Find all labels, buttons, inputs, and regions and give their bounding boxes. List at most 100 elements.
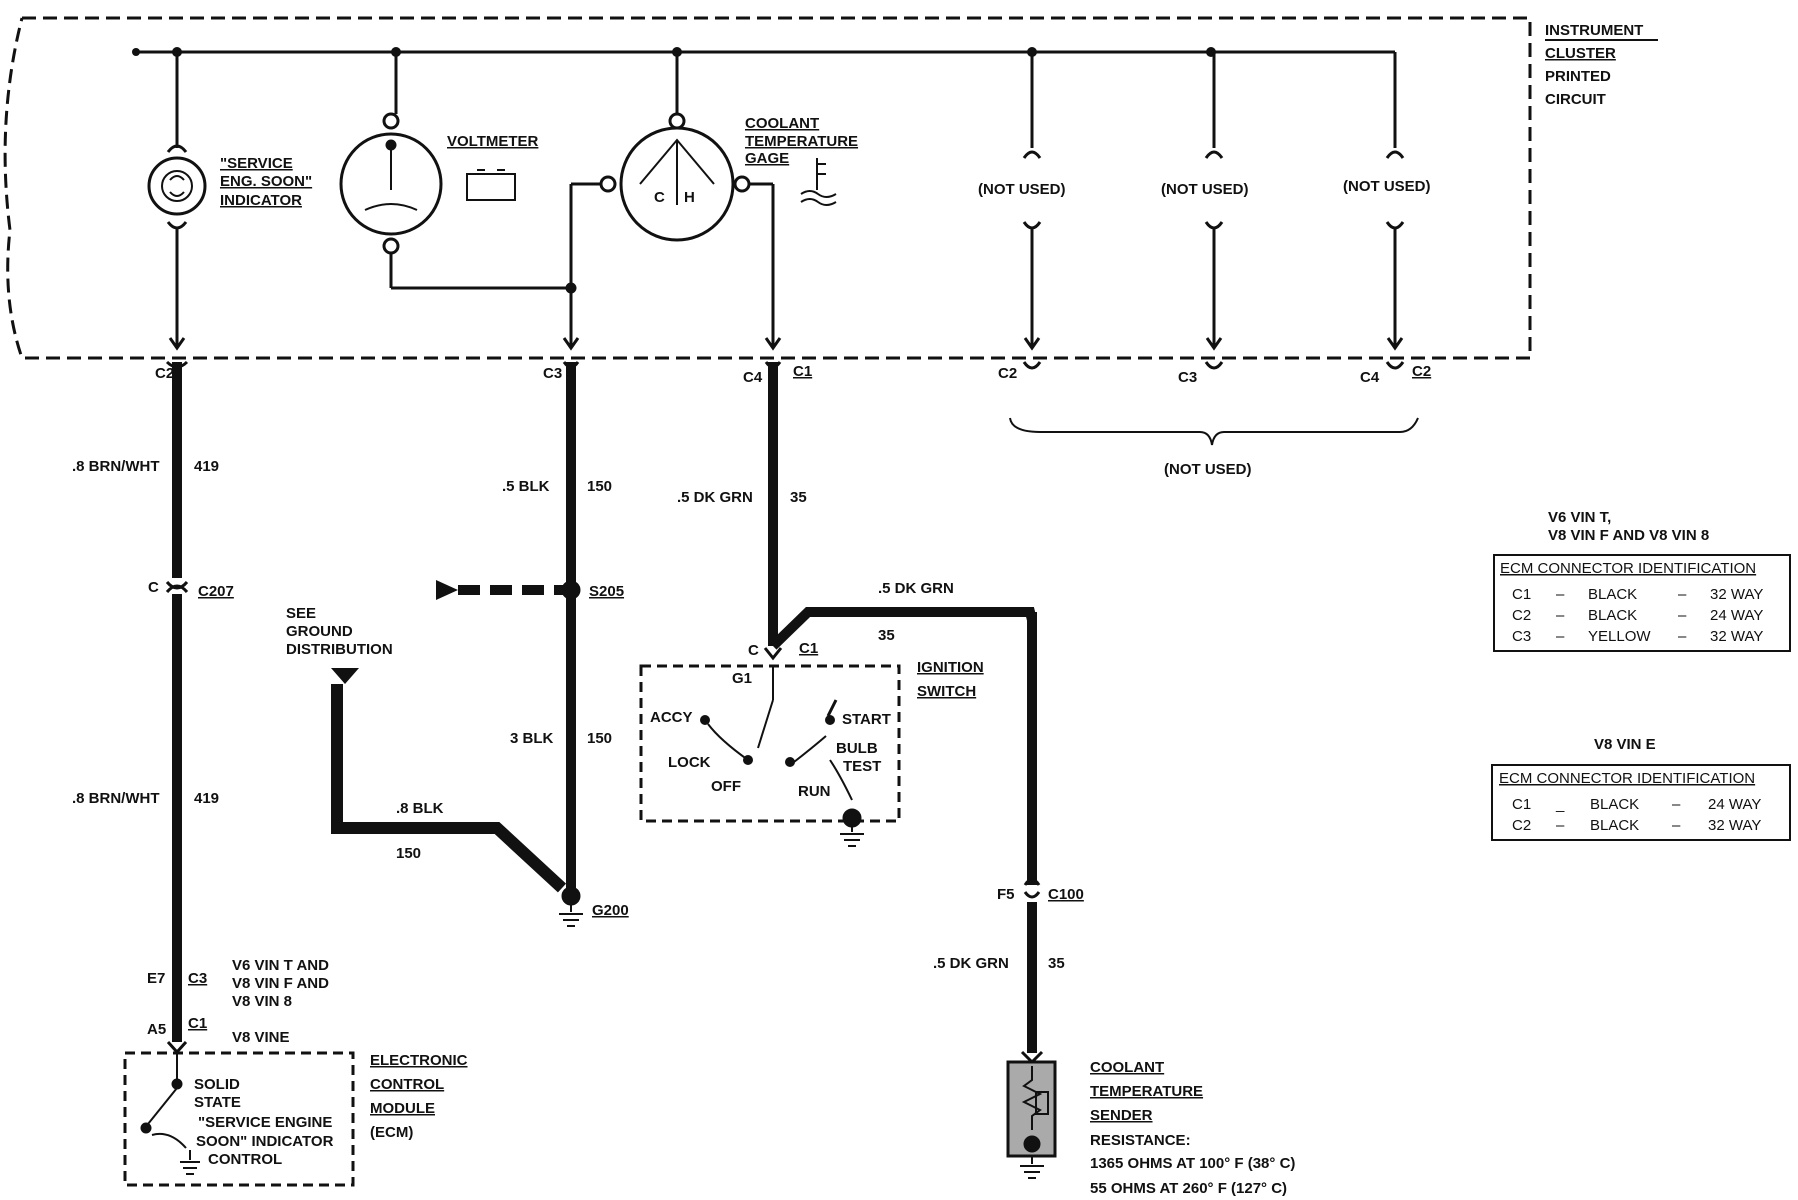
svg-text:–: – [1678, 628, 1687, 645]
see-ground-3: DISTRIBUTION [286, 641, 393, 658]
svg-text:BLACK: BLACK [1588, 607, 1637, 624]
ign-start: START [842, 711, 891, 728]
conn-c4-35: C4 [743, 369, 763, 386]
svg-text:C2: C2 [1512, 817, 1531, 834]
svg-text:–: – [1672, 796, 1681, 813]
ses-label-2: ENG. SOON" [220, 173, 312, 190]
ctg-label-3: GAGE [745, 150, 789, 167]
table1-head-2: V8 VIN F AND V8 VIN 8 [1548, 527, 1709, 544]
ecm-module [123, 1051, 355, 1187]
conn-f5: F5 [997, 886, 1015, 903]
sender-title-3: SENDER [1090, 1107, 1153, 1124]
wire-35-gauge-bottom: .5 DK GRN [933, 955, 1009, 972]
wire-150 [331, 361, 583, 927]
wire-419-number-top: 419 [194, 458, 219, 475]
conn-c2-underlined: C2 [1412, 363, 1431, 380]
svg-text:32 WAY: 32 WAY [1710, 628, 1763, 645]
sender-title-2: TEMPERATURE [1090, 1083, 1203, 1100]
conn-c2-notused: C2 [998, 365, 1017, 382]
ecm-title-3: MODULE [370, 1100, 435, 1117]
wire-35-gauge-top: .5 DK GRN [677, 489, 753, 506]
conn-c2-ses: C2 [155, 365, 174, 382]
cluster-title-3: PRINTED [1545, 68, 1611, 85]
conn-c1-ecm: C1 [188, 1015, 207, 1032]
not-used-label-3: (NOT USED) [1343, 178, 1431, 195]
wire-419-gauge-top: .8 BRN/WHT [72, 458, 160, 475]
ign-off: OFF [711, 778, 741, 795]
not-used-label-1: (NOT USED) [978, 181, 1066, 198]
wire-419-gauge-bottom: .8 BRN/WHT [72, 790, 160, 807]
svg-text:BLACK: BLACK [1590, 796, 1639, 813]
conn-c3-150: C3 [543, 365, 562, 382]
ignition-title-1: IGNITION [917, 659, 984, 676]
ecm-vin-t-3: V8 VIN 8 [232, 993, 292, 1010]
ctg-label-1: COOLANT [745, 115, 819, 132]
ecm-connector-table-1: V6 VIN T, V8 VIN F AND V8 VIN 8 ECM CONN… [1493, 509, 1791, 652]
ecm-solid-3: "SERVICE ENGINE [198, 1114, 332, 1131]
splice-s205-label: S205 [589, 583, 624, 600]
voltmeter [339, 52, 571, 290]
conn-e7: E7 [147, 970, 165, 987]
ign-test: TEST [843, 758, 881, 775]
svg-text:C1: C1 [1512, 586, 1531, 603]
table2-caption: ECM CONNECTOR IDENTIFICATION [1499, 770, 1755, 787]
ign-accy: ACCY [650, 709, 693, 726]
wire-35-number-bottom: 35 [1048, 955, 1065, 972]
not-used-group-label: (NOT USED) [1164, 461, 1252, 478]
sender-resistance: RESISTANCE: [1090, 1132, 1191, 1149]
wire-35-number-top: 35 [790, 489, 807, 506]
wire-150-number-ground: 150 [396, 845, 421, 862]
ecm-vin-t-2: V8 VIN F AND [232, 975, 329, 992]
cluster-title-2: CLUSTER [1545, 45, 1616, 62]
ecm-solid-4: SOON" INDICATOR [196, 1133, 334, 1150]
conn-c4-notused: C4 [1360, 369, 1380, 386]
ignition-switch [639, 664, 901, 847]
wire-150-number-top: 150 [587, 478, 612, 495]
ign-lock: LOCK [668, 754, 711, 771]
ses-label-3: INDICATOR [220, 192, 302, 209]
svg-text:–: – [1556, 817, 1565, 834]
table2-head: V8 VIN E [1594, 736, 1656, 753]
svg-text:–: – [1556, 586, 1565, 603]
ecm-title-1: ELECTRONIC [370, 1052, 468, 1069]
svg-text:–: – [1678, 607, 1687, 624]
svg-text:C1: C1 [1512, 796, 1531, 813]
see-ground-2: GROUND [286, 623, 353, 640]
conn-c-c207: C [148, 579, 159, 596]
ecm-solid-2: STATE [194, 1094, 241, 1111]
wire-35 [763, 361, 1041, 1053]
voltmeter-label: VOLTMETER [447, 133, 539, 150]
battery-icon [466, 173, 516, 201]
conn-c1-ign: C1 [799, 640, 818, 657]
table1-row: C2 – BLACK – 24 WAY [1512, 607, 1763, 624]
svg-text:24 WAY: 24 WAY [1710, 607, 1763, 624]
table1-row: C1 – BLACK – 32 WAY [1512, 586, 1763, 603]
cluster-outline [3, 16, 1532, 360]
ctg-label-2: TEMPERATURE [745, 133, 858, 150]
conn-g1: G1 [732, 670, 752, 687]
cluster-title: INSTRUMENT CLUSTER PRINTED CIRCUIT [1545, 22, 1658, 108]
gauge-h-label: H [684, 189, 695, 206]
sender-resistance-1: 1365 OHMS AT 100° F (38° C) [1090, 1155, 1295, 1172]
sender-title-1: COOLANT [1090, 1059, 1164, 1076]
svg-text:–: – [1672, 817, 1681, 834]
wire-150-gauge-ground: .8 BLK [396, 800, 444, 817]
not-used-label-2: (NOT USED) [1161, 181, 1249, 198]
svg-text:BLACK: BLACK [1588, 586, 1637, 603]
svg-text:32 WAY: 32 WAY [1710, 586, 1763, 603]
ecm-solid-5: CONTROL [208, 1151, 282, 1168]
cluster-title-4: CIRCUIT [1545, 91, 1606, 108]
cluster-title-1: INSTRUMENT [1545, 22, 1643, 39]
svg-text:24 WAY: 24 WAY [1708, 796, 1761, 813]
not-used-circuits [1009, 52, 1419, 446]
ground-g200-label: G200 [592, 902, 629, 919]
ign-bulb: BULB [836, 740, 878, 757]
svg-text:–: – [1678, 586, 1687, 603]
svg-text:–: – [1556, 628, 1565, 645]
ecm-solid-1: SOLID [194, 1076, 240, 1093]
conn-c-ign: C [748, 642, 759, 659]
svg-text:_: _ [1555, 796, 1565, 813]
ecm-title-4: (ECM) [370, 1124, 413, 1141]
